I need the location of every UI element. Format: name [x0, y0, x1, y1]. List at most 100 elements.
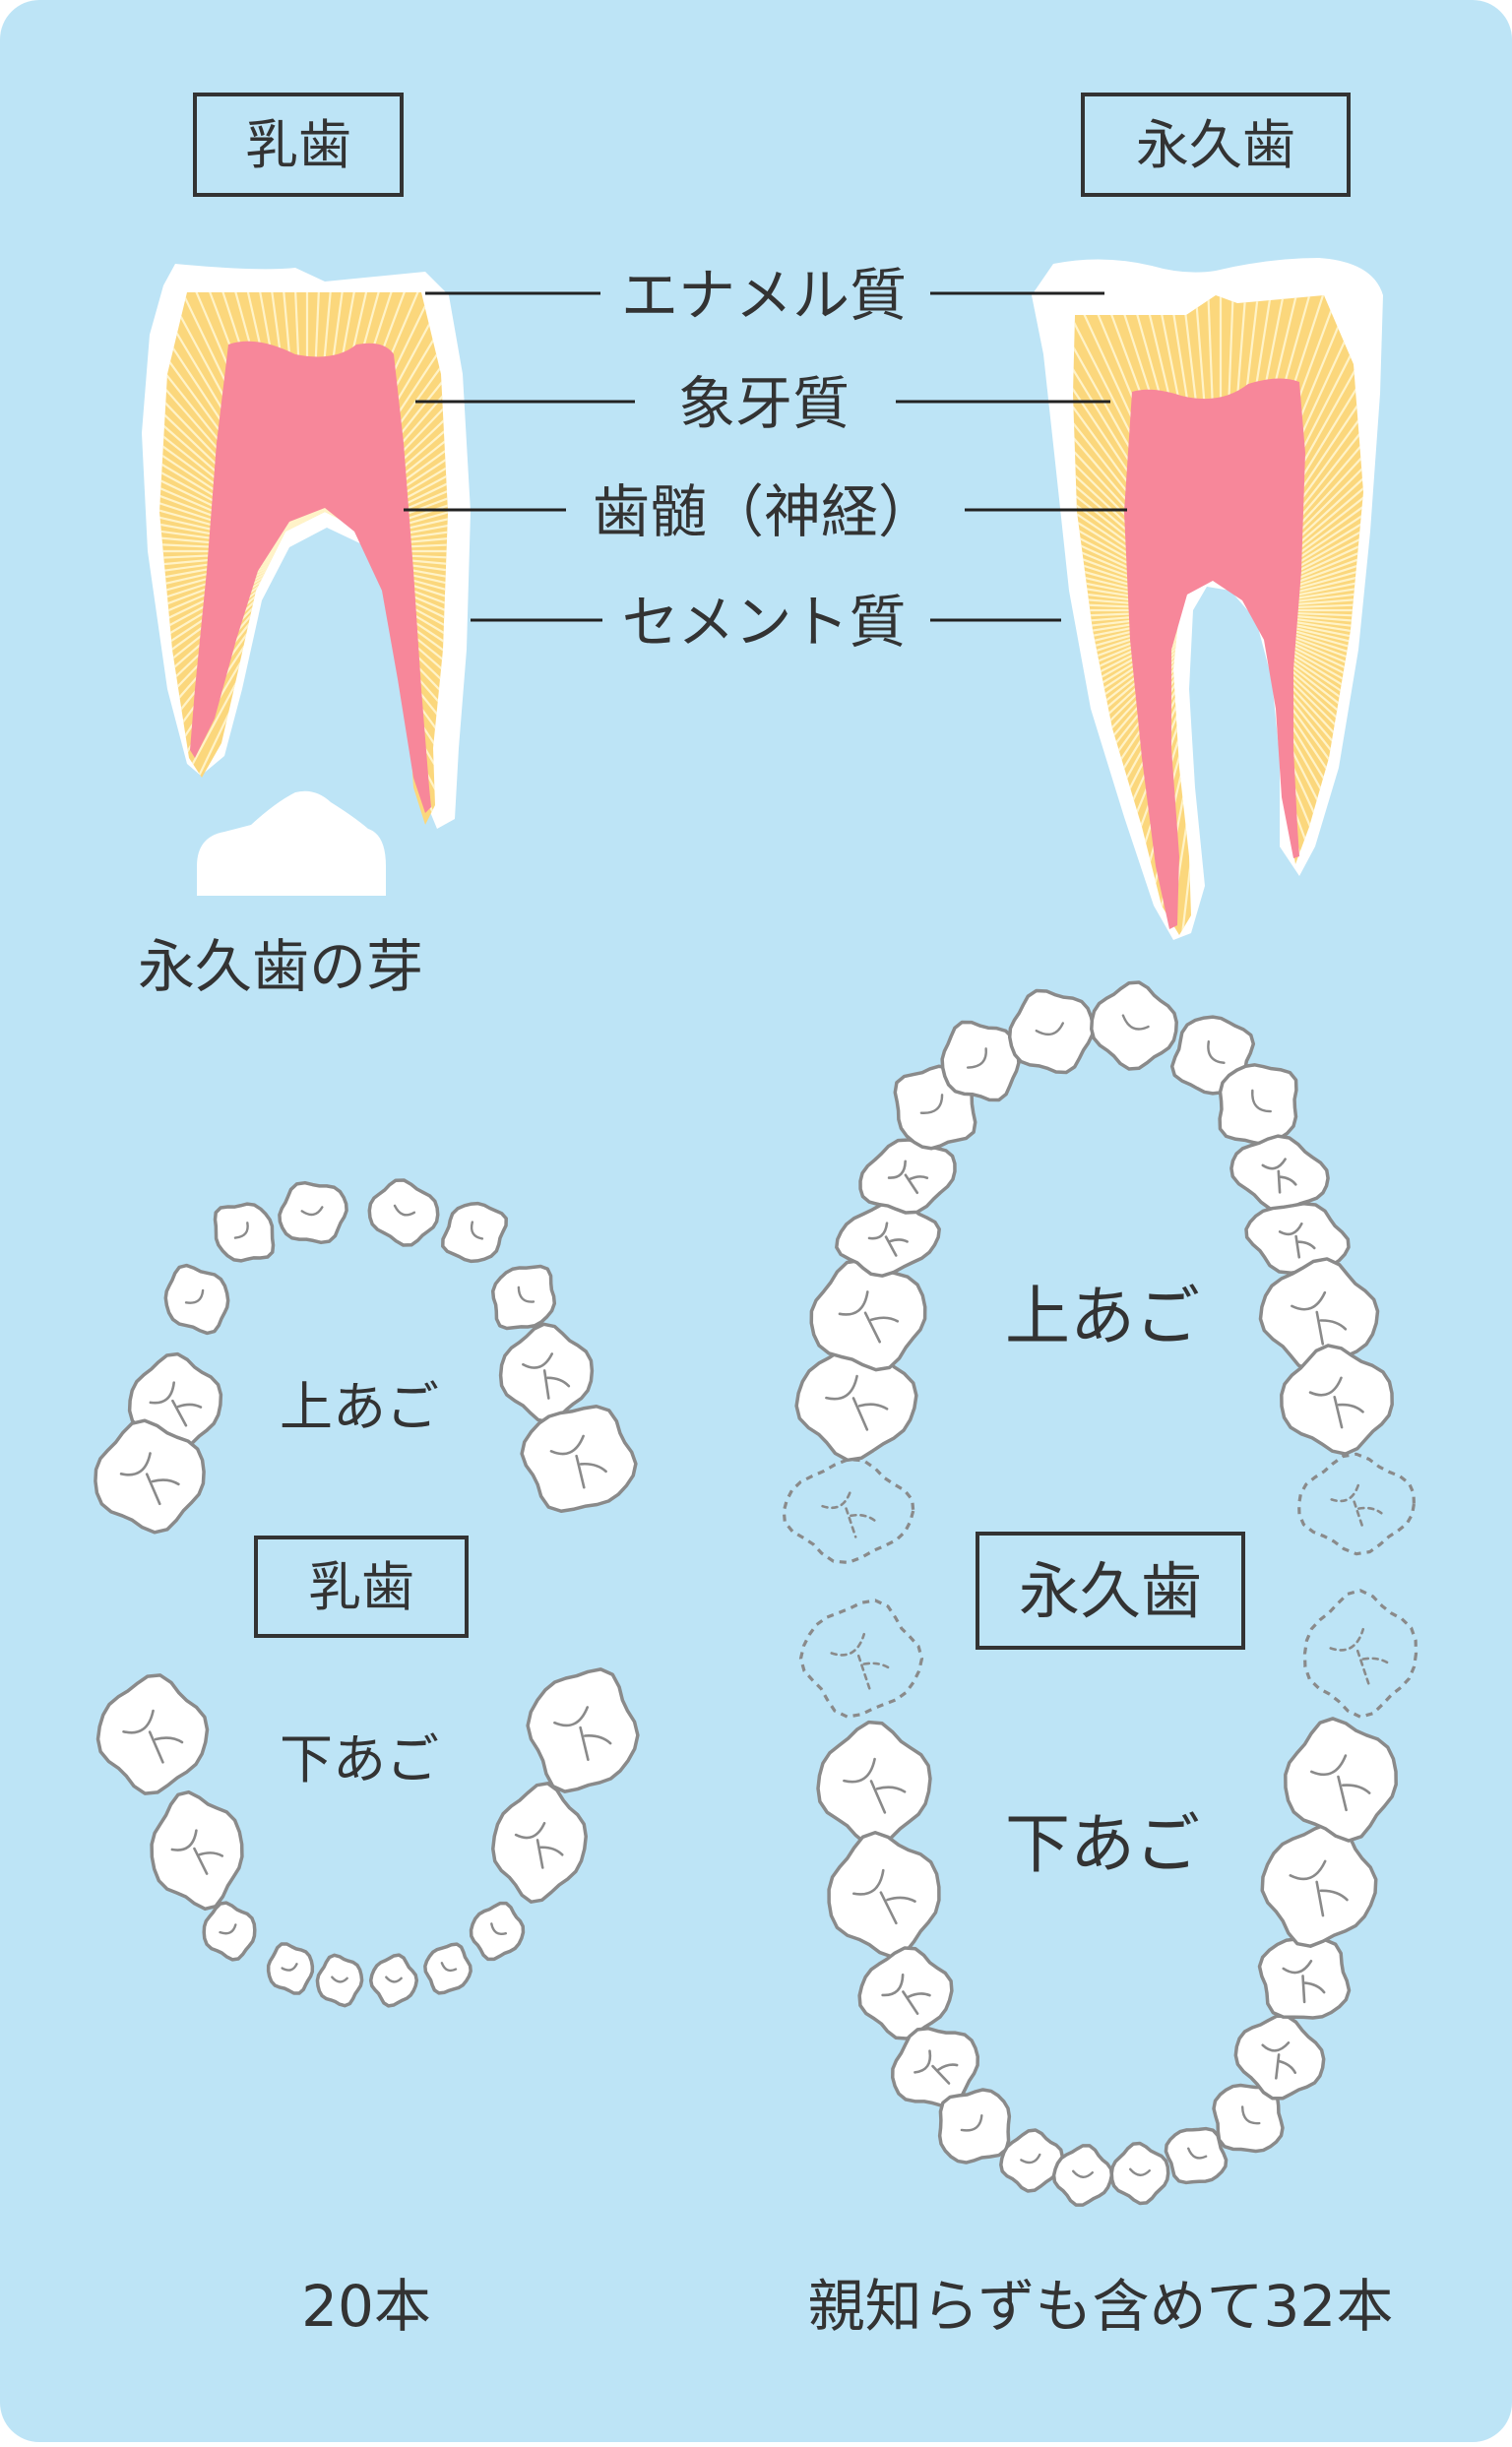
tooth-icon [441, 1201, 508, 1264]
tooth-ridge [184, 1288, 205, 1304]
dentin-texture-line [1073, 387, 1222, 612]
tooth-groove [549, 1434, 607, 1489]
part-labels: エナメル質 象牙質 歯髄（神経） セメント質 [404, 262, 1127, 656]
tooth-groove [170, 1829, 224, 1875]
tooth-ridge [300, 1206, 324, 1217]
dentin-texture-line [1220, 411, 1363, 612]
tooth-ridge [960, 2113, 983, 2132]
tooth-groove [553, 1706, 612, 1762]
tooth-outline [940, 1020, 1021, 1102]
dentin-texture-line [1073, 608, 1222, 637]
tooth-icon [367, 1178, 440, 1247]
dentin-texture-line [1073, 558, 1222, 612]
dentin-texture-line [1220, 295, 1363, 611]
dentin-texture-line [1220, 460, 1363, 612]
tooth-groove [1289, 1859, 1349, 1917]
tooth-groove [1330, 1482, 1383, 1531]
tooth-outline [827, 1830, 941, 1960]
dentin-texture-line [1073, 318, 1222, 611]
tooth-groove [851, 1868, 916, 1925]
permanent-arch-title: 永久歯 [1019, 1555, 1202, 1627]
dentin-texture-line [1073, 364, 1222, 612]
primary-title-box [193, 93, 404, 197]
dentin-texture-line [1220, 608, 1363, 834]
tooth-ridge [1129, 2167, 1151, 2176]
tooth-groove [1291, 1290, 1348, 1346]
dentin-texture-line [1220, 341, 1363, 611]
dentin-texture-line [1220, 608, 1363, 687]
tooth-outline [1302, 1589, 1418, 1719]
tooth-icon [1284, 1717, 1398, 1843]
tooth-ridge [331, 1976, 348, 1983]
dentin-label: 象牙質 [678, 370, 850, 437]
tooth-ridge [393, 1204, 416, 1217]
tooth-icon [1109, 2141, 1170, 2206]
tooth-outline [368, 1953, 419, 2008]
tooth-outline [1212, 2083, 1285, 2154]
dentin-texture-line [1220, 295, 1363, 611]
dentin-texture-line [159, 550, 308, 825]
dentin-texture-line [1220, 584, 1363, 612]
tooth-outline [520, 1405, 638, 1513]
dentin-texture-line [159, 550, 308, 825]
dentin-texture-line [1220, 609, 1363, 903]
tooth-groove [514, 1821, 564, 1869]
tooth-icon [809, 1258, 927, 1372]
dentin-texture-line [1220, 609, 1363, 935]
tooth-icon [1218, 1063, 1298, 1146]
tooth-ridge [281, 1963, 298, 1972]
dentin-texture-line [1220, 435, 1363, 612]
dentin-texture-line [1073, 341, 1222, 611]
permanent-dental-arch [782, 980, 1418, 2207]
tooth-ridge [1207, 1039, 1226, 1064]
tooth-groove [1310, 1754, 1371, 1812]
tooth-icon [1090, 980, 1178, 1071]
tooth-icon [95, 1673, 210, 1795]
dentin-texture-line [1220, 609, 1363, 935]
tooth-ridge [1072, 2169, 1094, 2178]
cementum-label: セメント質 [622, 589, 907, 656]
dentin-texture-line [1073, 411, 1222, 612]
tooth-groove [830, 1632, 893, 1690]
tooth-icon [163, 1263, 230, 1336]
tooth-ridge [219, 1923, 237, 1935]
permanent-upper-jaw-label: 上あご [1005, 1279, 1200, 1354]
dentin-texture-line [1220, 608, 1363, 761]
dentin-texture-line [1220, 295, 1363, 611]
tooth-icon [816, 1720, 932, 1848]
tooth-icon [940, 1020, 1021, 1102]
tooth-ridge [1187, 2147, 1208, 2160]
tooth-outline [213, 1202, 276, 1263]
tooth-icon [315, 1953, 364, 2008]
tooth-icon [1280, 1344, 1394, 1456]
dentin-texture-line [1073, 460, 1222, 612]
tooth-groove [825, 1374, 889, 1431]
tooth-outline [202, 1901, 257, 1962]
tooth-icon [1007, 988, 1096, 1075]
tooth-outline [266, 1942, 315, 1995]
tooth-groove [867, 1222, 909, 1257]
wisdom-tooth-dashed-icon [1302, 1589, 1418, 1719]
permanent-arch-title-box [976, 1532, 1245, 1650]
primary-arch-title-box [254, 1536, 469, 1638]
primary-arch-title: 乳歯 [308, 1556, 414, 1618]
dentin-texture-line [1220, 609, 1363, 935]
tooth-icon [1257, 1937, 1352, 2020]
permanent-count-label: 親知らずも含めて32本 [808, 2273, 1394, 2340]
tooth-ridge [966, 1047, 987, 1069]
tooth-outline [816, 1720, 932, 1848]
permanent-title-label: 永久歯 [1136, 114, 1295, 176]
tooth-outline [1257, 1937, 1352, 2020]
tooth-ridge [440, 1962, 458, 1973]
dentin-texture-line [1220, 609, 1363, 935]
dentin-texture-line [1220, 608, 1363, 785]
tooth-icon [469, 1901, 526, 1962]
primary-tooth-pulp [190, 341, 431, 813]
dentin-texture-line [1220, 609, 1363, 935]
primary-lower-jaw-label: 下あご [280, 1728, 439, 1790]
tooth-groove [881, 1973, 931, 2015]
tooth-groove [843, 1757, 907, 1814]
dentin-texture-line [1073, 609, 1222, 935]
tooth-ridge [233, 1222, 249, 1239]
